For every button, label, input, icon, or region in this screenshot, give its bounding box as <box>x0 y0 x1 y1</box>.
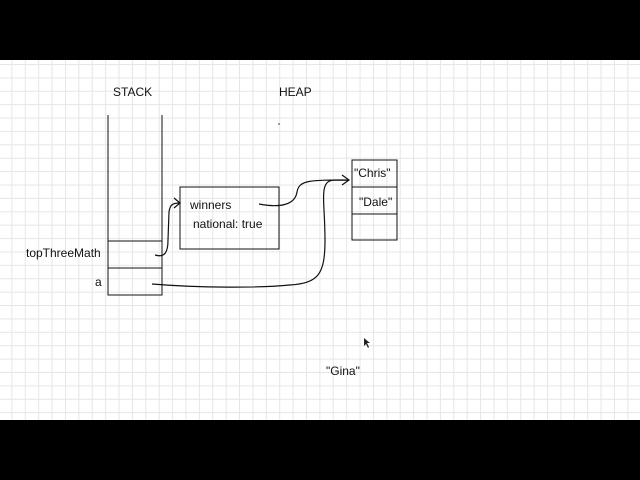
heap-label: HEAP <box>279 85 312 99</box>
floating-string-gina: "Gina" <box>326 364 360 378</box>
array-box <box>351 159 398 241</box>
whiteboard-canvas: STACK HEAP topThreeMath a winners nation… <box>0 60 640 420</box>
array-item-0: "Chris" <box>354 166 391 180</box>
stack-column <box>107 115 163 296</box>
arrow-a-to-array <box>151 179 348 288</box>
arrow-topThreeMath-to-object <box>154 197 181 257</box>
object-box <box>179 186 280 250</box>
arrow-winners-to-array <box>258 174 351 207</box>
stack-var-a: a <box>95 275 102 289</box>
dot <box>278 123 280 125</box>
stack-var-topThreeMath: topThreeMath <box>26 246 101 260</box>
object-field-winners: winners <box>189 198 231 212</box>
diagram: STACK HEAP topThreeMath a winners nation… <box>26 85 398 378</box>
mouse-cursor-icon <box>364 338 370 348</box>
stack-label: STACK <box>113 85 152 99</box>
array-item-1: "Dale" <box>359 195 392 209</box>
object-field-national: national: true <box>193 217 263 231</box>
